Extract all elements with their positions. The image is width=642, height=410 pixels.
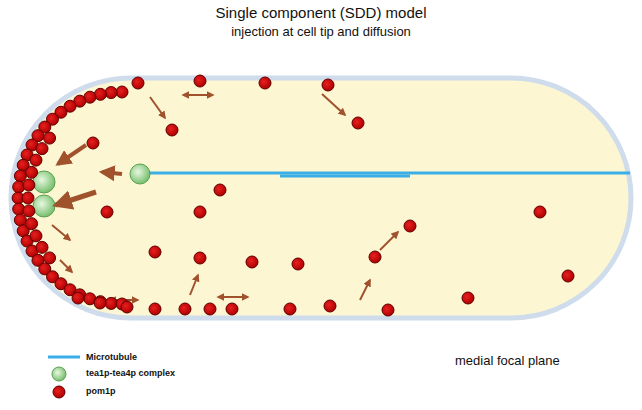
microtubule [140, 172, 630, 175]
pom1p-dot [14, 170, 26, 182]
pom1p-dot [194, 252, 206, 264]
pom1p-dot [369, 251, 381, 263]
legend-text: pom1p [86, 386, 116, 396]
pom1p-dot [562, 270, 574, 282]
pom1p-dot [226, 303, 238, 315]
pom1p-dot [23, 179, 35, 191]
pom1p-dot [44, 252, 56, 264]
pom1p-dot [26, 166, 38, 178]
pom1p-dot [284, 303, 296, 315]
pom1p-dot [204, 303, 216, 315]
pom1p-dot [166, 124, 178, 136]
note-label: medial focal plane [455, 353, 560, 368]
diffusion-arrows [48, 94, 398, 300]
pom1p-dot [44, 132, 56, 144]
pom1p-dot [194, 75, 206, 87]
note-label: injection at cell tip and diffusion [231, 24, 411, 39]
pom1p-dot [105, 87, 117, 99]
pom1p-dot [72, 292, 84, 304]
legend-samples [48, 357, 80, 398]
diagram-title: Single component (SDD) model [216, 4, 427, 21]
legend-line-sample [48, 356, 80, 359]
pom1p-dot [36, 143, 48, 155]
pom1p-dot [352, 117, 364, 129]
pom1p-dot [179, 303, 191, 315]
pom1p-dot [259, 77, 271, 89]
pom1p-dot [149, 246, 161, 258]
cell-outline [11, 78, 631, 318]
pom1p-dot [105, 297, 117, 309]
pom1p-dot [30, 154, 42, 166]
tea1p-tea4p-complex [130, 164, 150, 184]
pom1p-dot [462, 292, 474, 304]
legend-circle-sample [53, 386, 65, 398]
pom1p-dot [30, 230, 42, 242]
pom1p-dot [26, 218, 38, 230]
legend-text: Microtubule [86, 352, 137, 362]
pom1p-dot [324, 300, 336, 312]
pom1p-dot [101, 206, 113, 218]
tea1p-tea4p-complex [33, 195, 55, 217]
pom1p-dot [534, 206, 546, 218]
pom1p-dot [246, 256, 258, 268]
legend-text: tea1p-tea4p complex [86, 368, 175, 378]
pom1p-dot [23, 205, 35, 217]
pom1p-dot [382, 304, 394, 316]
pom1p-dot [132, 77, 144, 89]
pom1p-dots [12, 75, 574, 316]
microtubule [280, 175, 410, 178]
pom1p-dot [87, 137, 99, 149]
pom1p-dot [116, 86, 128, 98]
legend-circle-sample [52, 367, 66, 381]
pom1p-dot [404, 220, 416, 232]
pom1p-dot [292, 258, 304, 270]
pom1p-dot [36, 241, 48, 253]
pom1p-dot [194, 206, 206, 218]
pom1p-dot [214, 184, 226, 196]
pom1p-dot [22, 192, 34, 204]
pom1p-dot [322, 79, 334, 91]
pom1p-dot [14, 214, 26, 226]
pom1p-dot [121, 301, 133, 313]
pom1p-dot [149, 303, 161, 315]
pom1p-dot [94, 297, 106, 309]
